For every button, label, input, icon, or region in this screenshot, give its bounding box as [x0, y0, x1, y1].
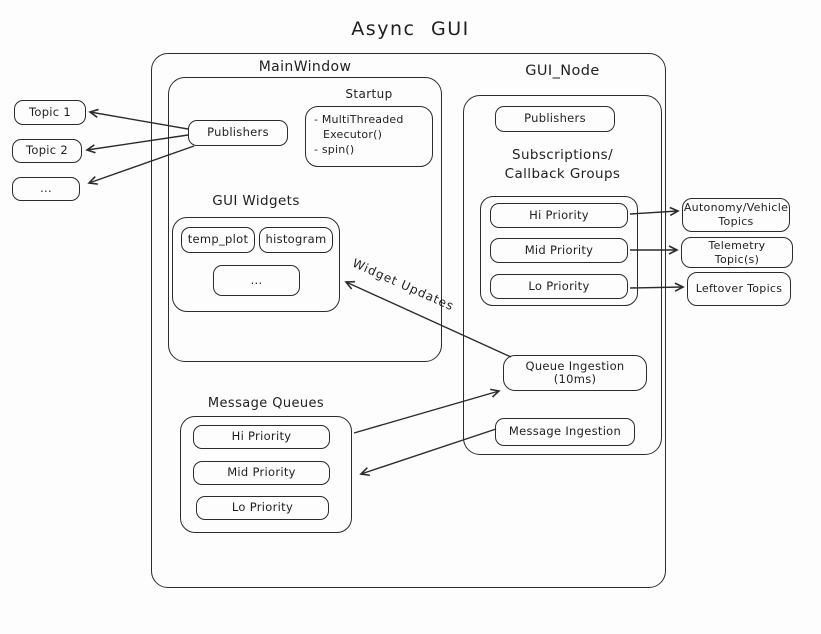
widget-temp-plot-box: temp_plot [181, 227, 255, 253]
sub-hi-priority-label: Hi Priority [529, 207, 589, 222]
sub-mid-priority-label: Mid Priority [524, 242, 594, 257]
queue-ingestion-box: Queue Ingestion (10ms) [503, 355, 647, 391]
mq-lo-priority-label: Lo Priority [231, 500, 294, 515]
right-topic-leftover-box: Leftover Topics [687, 272, 791, 306]
subscriptions-label-line2: Callback Groups [504, 166, 621, 182]
left-topic-2-box: Topic 2 [12, 139, 82, 163]
left-topic-ellipsis-label: ... [40, 181, 52, 196]
right-topic-telemetry-label: Telemetry Topic(s) [708, 238, 766, 266]
startup-text: - MultiThreaded Executor() - spin() [314, 113, 426, 158]
subscriptions-box [480, 196, 638, 306]
system-outer-box [151, 53, 666, 588]
mq-mid-priority-label: Mid Priority [227, 465, 296, 480]
widget-temp-plot-label: temp_plot [187, 232, 249, 247]
mainwindow-publishers-box: Publishers [188, 120, 288, 146]
mq-hi-priority-label: Hi Priority [231, 429, 292, 444]
message-queues-label: Message Queues [207, 396, 325, 411]
message-ingestion-label: Message Ingestion [508, 424, 622, 439]
right-topic-telemetry-box: Telemetry Topic(s) [681, 237, 793, 268]
mainwindow-publishers-label: Publishers [207, 125, 269, 140]
startup-line-2: Executor() [323, 127, 383, 141]
subscriptions-label-line1: Subscriptions/ [511, 147, 614, 163]
mq-mid-priority-box: Mid Priority [193, 461, 330, 485]
startup-line-1: - MultiThreaded [314, 113, 404, 126]
gui-widgets-label: GUI Widgets [212, 193, 300, 209]
widget-histogram-label: histogram [265, 232, 327, 247]
gui-widgets-box [172, 217, 340, 312]
left-topic-1-label: Topic 1 [29, 104, 71, 119]
left-topic-1-box: Topic 1 [14, 100, 86, 125]
left-topic-2-label: Topic 2 [26, 143, 68, 158]
mq-lo-priority-box: Lo Priority [196, 496, 329, 520]
message-ingestion-box: Message Ingestion [495, 418, 635, 446]
widget-histogram-box: histogram [259, 227, 333, 253]
mq-hi-priority-box: Hi Priority [193, 425, 330, 449]
startup-box [305, 106, 433, 167]
mainwindow-box [168, 77, 442, 362]
right-topic-autonomy-label: Autonomy/Vehicle Topics [683, 201, 789, 228]
sub-lo-priority-box: Lo Priority [490, 274, 628, 299]
message-queues-box [180, 416, 352, 533]
left-topic-ellipsis-box: ... [12, 177, 80, 201]
startup-label: Startup [345, 87, 393, 101]
widget-ellipsis-box: ... [213, 265, 300, 296]
sub-lo-priority-label: Lo Priority [528, 278, 590, 293]
gui-node-box [463, 95, 662, 455]
sub-hi-priority-box: Hi Priority [490, 203, 628, 228]
gui-node-publishers-label: Publishers [524, 111, 586, 126]
mainwindow-label: MainWindow [258, 59, 352, 75]
sub-mid-priority-box: Mid Priority [490, 238, 628, 263]
right-topic-autonomy-box: Autonomy/Vehicle Topics [682, 198, 790, 232]
right-topic-leftover-label: Leftover Topics [695, 282, 783, 296]
gui-node-label: GUI_Node [525, 63, 600, 79]
queue-ingestion-label: Queue Ingestion (10ms) [525, 358, 625, 386]
gui-node-publishers-box: Publishers [495, 106, 615, 132]
diagram-title: Async GUI [351, 18, 470, 40]
startup-line-3: - spin() [314, 142, 355, 156]
widget-ellipsis-label: ... [250, 272, 263, 287]
